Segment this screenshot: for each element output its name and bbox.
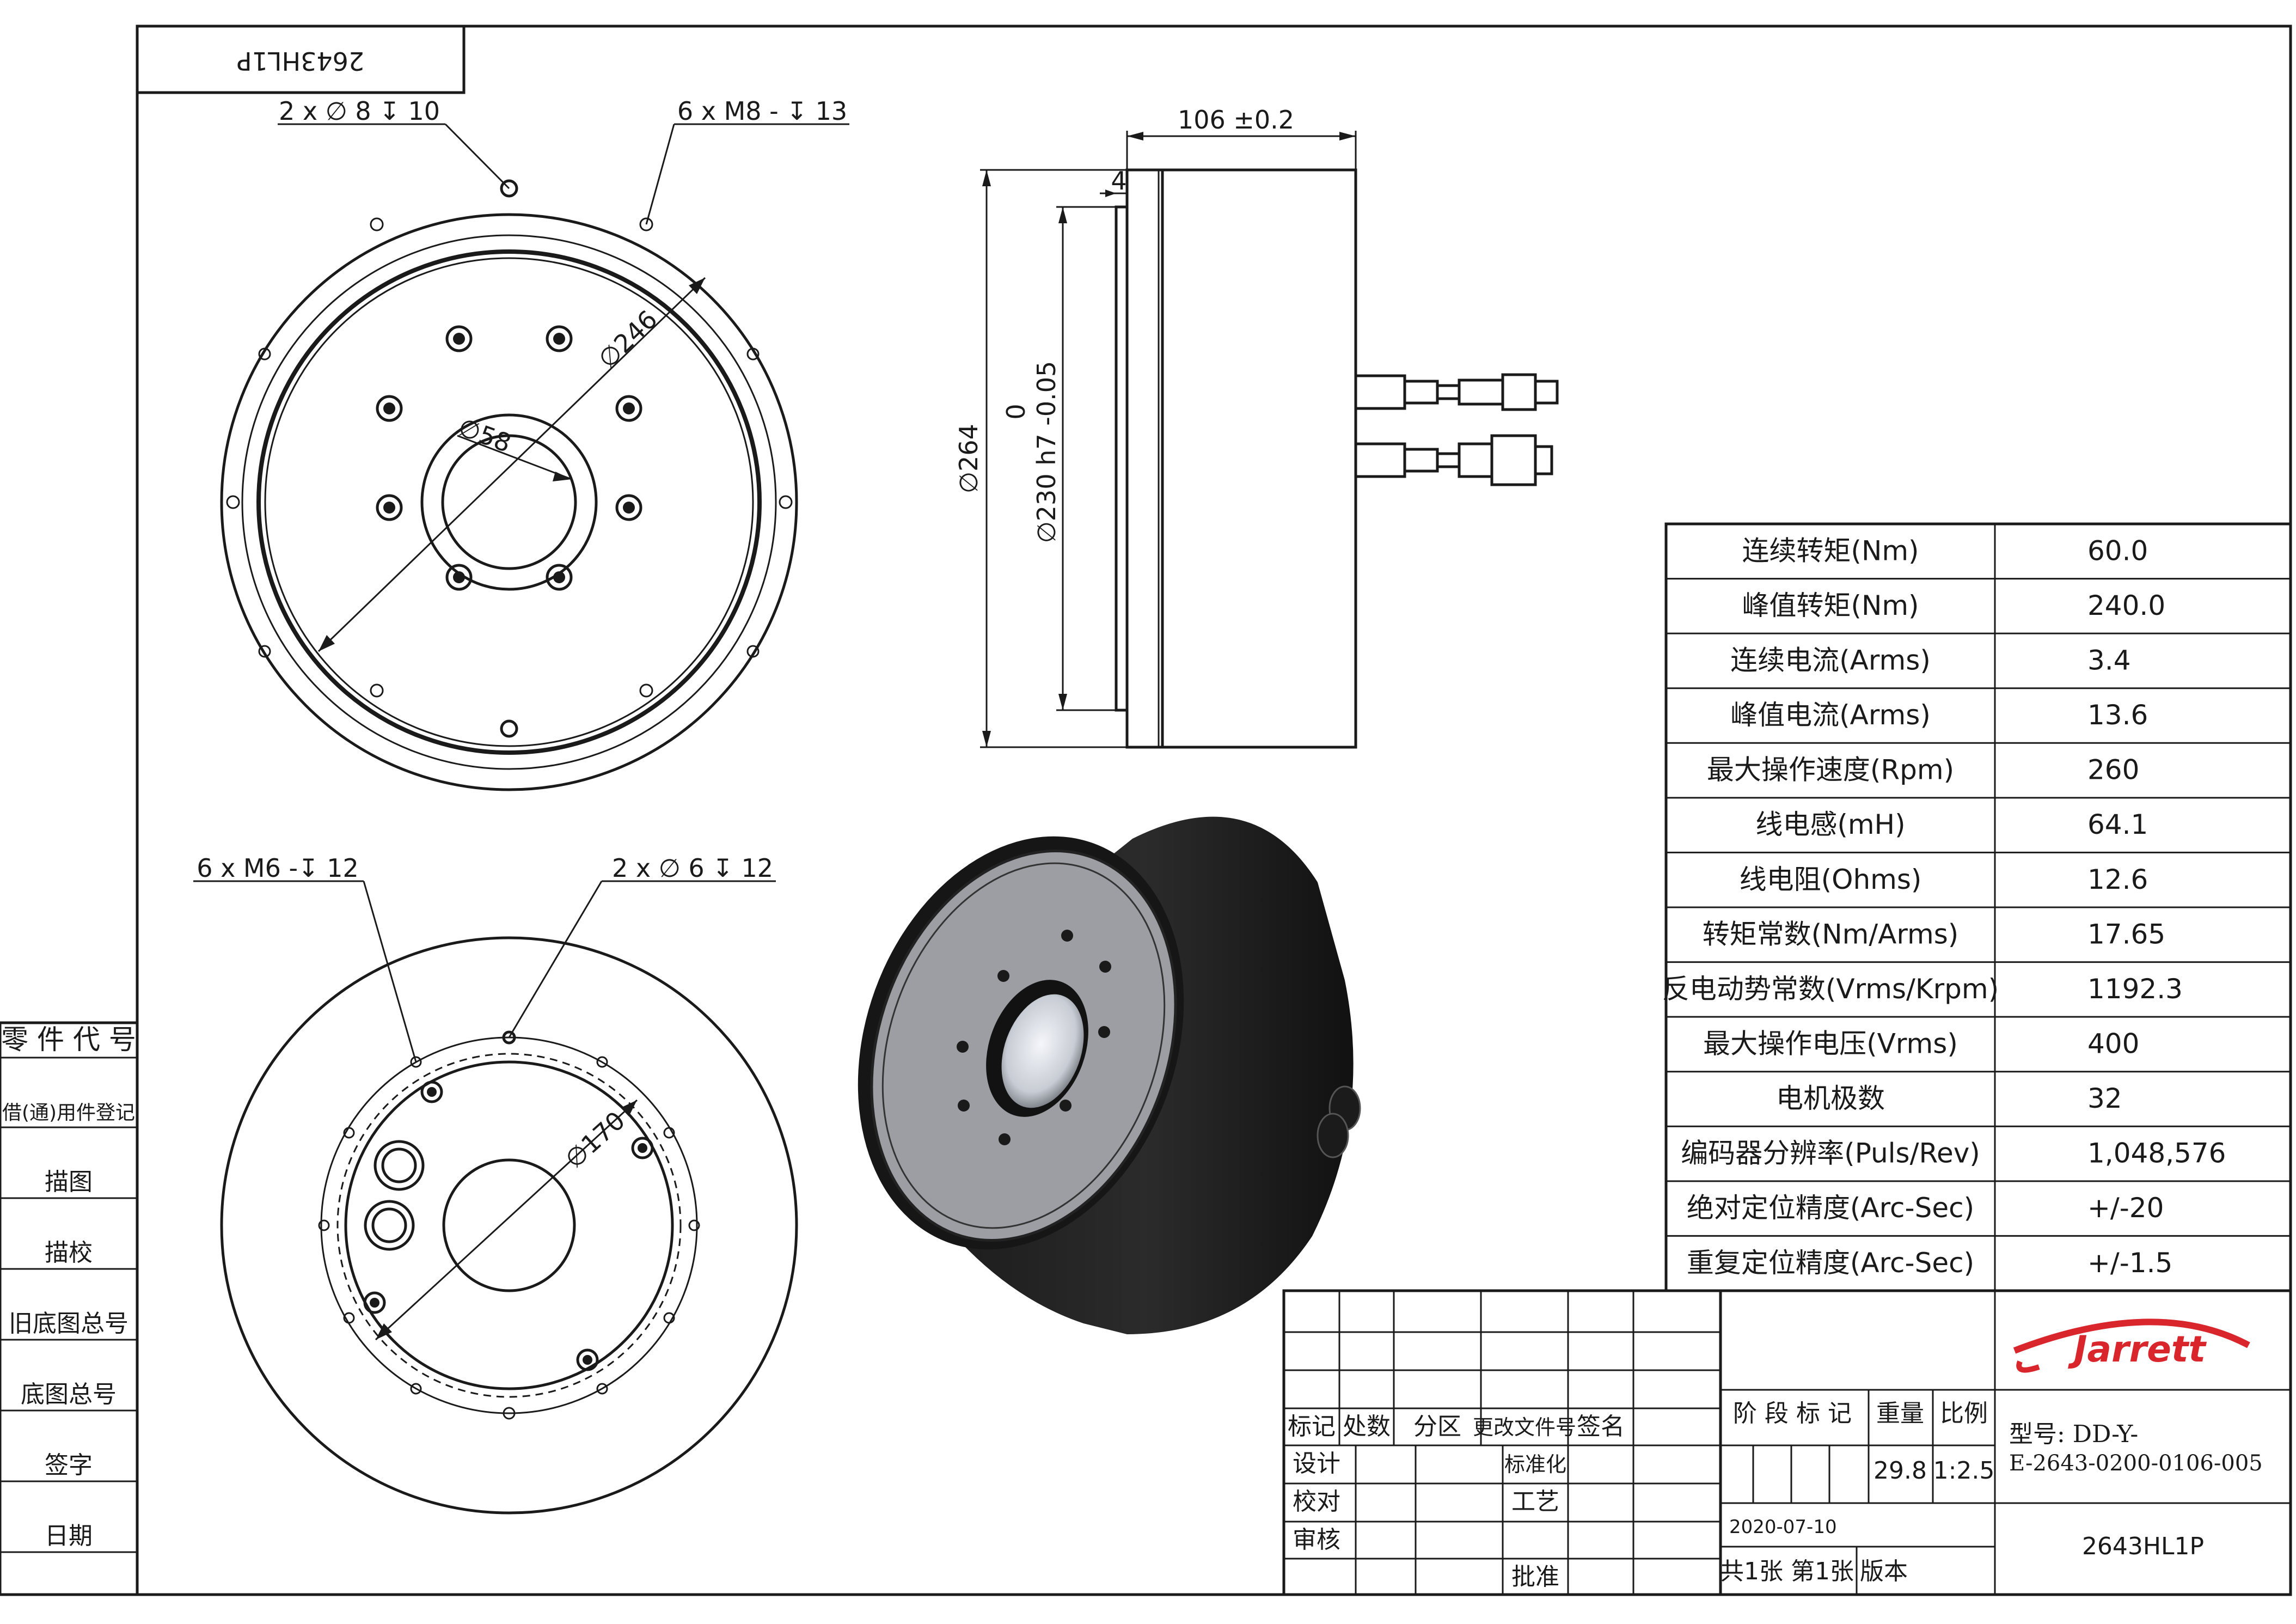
jarrett-logo: Jarrett: [2013, 1318, 2250, 1373]
rear-dia-170: ∅170: [559, 1106, 630, 1174]
rear-callout-threads: 6 x M6 -↧ 12: [197, 853, 359, 883]
strip-borrow-register: 借(通)用件登记: [2, 1102, 135, 1124]
spec-value: 3.4: [2087, 645, 2131, 676]
spec-value: 17.65: [2087, 918, 2165, 950]
front-view: ∅246 ∅58 2 x ∅ 8 ↧ 10 6 x M8 - ↧ 13: [220, 96, 849, 791]
strip-base-no: 底图总号: [21, 1381, 117, 1408]
spec-label: 线电感(mH): [1755, 809, 1905, 840]
front-dia-246: ∅246: [592, 304, 663, 374]
side-flange-4: 4: [1111, 166, 1126, 196]
spec-value: 12.6: [2087, 864, 2148, 895]
tb-process: 工艺: [1511, 1488, 1559, 1516]
tb-design: 设计: [1293, 1450, 1340, 1478]
side-view: 106 ±0.2 4 ∅264 ∅230 h7 -0.05 0: [954, 105, 1559, 749]
spec-label: 反电动势常数(Vrms/Krpm): [1662, 973, 1999, 1005]
rev-zone: 分区: [1413, 1413, 1461, 1440]
spec-value: +/-20: [2087, 1192, 2164, 1224]
rear-connector-ports: [364, 1140, 425, 1251]
spec-value: +/-1.5: [2087, 1247, 2172, 1279]
tb-review: 审核: [1293, 1526, 1340, 1554]
spec-label: 绝对定位精度(Arc-Sec): [1687, 1192, 1974, 1224]
spec-label: 重复定位精度(Arc-Sec): [1687, 1247, 1974, 1279]
tb-scale: 1:2.5: [1933, 1457, 1995, 1485]
side-tol-upper: 0: [1001, 404, 1031, 419]
tb-weight-label: 重量: [1876, 1400, 1924, 1427]
front-callout-threads: 6 x M8 - ↧ 13: [677, 96, 847, 126]
tb-version: 版本: [1860, 1558, 1908, 1585]
spec-value: 1192.3: [2087, 973, 2183, 1005]
isometric-render: [858, 816, 1361, 1334]
iso-connectors: [1317, 1085, 1361, 1158]
front-dia-58: ∅58: [455, 412, 515, 458]
tb-standard: 标准化: [1504, 1452, 1566, 1476]
side-dia-264: ∅264: [954, 424, 983, 493]
strip-tracing-check: 描校: [45, 1239, 93, 1267]
tb-weight: 29.8: [1873, 1457, 1927, 1485]
spec-label: 电机极数: [1776, 1083, 1885, 1114]
spec-value: 1,048,576: [2087, 1138, 2226, 1169]
spec-value: 260: [2087, 754, 2139, 786]
rear-bolt-holes: [363, 1080, 654, 1371]
tb-stage-mark: 阶 段 标 记: [1733, 1400, 1852, 1427]
strip-old-base-no: 旧底图总号: [9, 1310, 128, 1338]
spec-label: 转矩常数(Nm/Arms): [1703, 918, 1959, 950]
cable-connectors: [1354, 373, 1559, 486]
mirrored-part-code: 2643HL1P: [237, 46, 364, 76]
tb-part-no: 2643HL1P: [2082, 1533, 2204, 1560]
spec-value: 64.1: [2087, 809, 2148, 840]
tb-model-line2: E-2643-0200-0106-005: [2009, 1451, 2263, 1476]
rev-count: 处数: [1343, 1413, 1391, 1440]
rev-mark: 标记: [1288, 1413, 1336, 1440]
spec-value: 60.0: [2087, 535, 2148, 566]
rev-doc-no: 更改文件号: [1473, 1415, 1576, 1439]
iso-bolt-holes: [957, 930, 1111, 1145]
left-revision-strip: 零 件 代 号 借(通)用件登记 描图 描校 旧底图总号 底图总号 签字 日期: [0, 1021, 139, 1596]
spec-value: 400: [2087, 1028, 2139, 1060]
spec-label: 最大操作电压(Vrms): [1703, 1028, 1958, 1060]
spec-label: 连续转矩(Nm): [1742, 535, 1919, 566]
sheet-border: [136, 25, 2292, 1596]
tb-sheets: 共1张 第1张: [1720, 1558, 1854, 1585]
spec-table: 连续转矩(Nm) 60.0 峰值转矩(Nm) 240.0 连续电流(Arms) 3.4 峰值…: [1662, 522, 2292, 1292]
spec-label: 峰值电流(Arms): [1730, 699, 1931, 731]
strip-signature: 签字: [45, 1451, 93, 1479]
tb-approve: 批准: [1511, 1563, 1559, 1591]
tb-scale-label: 比例: [1940, 1400, 1988, 1427]
strip-part-code: 零 件 代 号: [1, 1024, 136, 1055]
spec-label: 编码器分辨率(Puls/Rev): [1681, 1138, 1980, 1169]
rear-callout-holes: 2 x ∅ 6 ↧ 12: [612, 853, 773, 883]
side-dia-230: ∅230 h7 -0.05: [1032, 361, 1061, 544]
front-outer-holes: [226, 179, 793, 738]
rev-sign: 签名: [1577, 1413, 1625, 1440]
mirrored-code-box: 2643HL1P: [137, 26, 466, 94]
logo-text: Jarrett: [2068, 1328, 2207, 1370]
rear-small-holes: [318, 1030, 700, 1420]
spec-label: 连续电流(Arms): [1730, 645, 1931, 676]
front-inner-bolt-holes: [376, 325, 642, 591]
tb-model-line1: 型号: DD-Y-: [2009, 1420, 2138, 1448]
spec-value: 13.6: [2087, 699, 2148, 731]
side-length: 106 ±0.2: [1178, 105, 1294, 135]
spec-value: 240.0: [2087, 590, 2165, 621]
strip-tracing: 描图: [45, 1168, 93, 1196]
spec-label: 最大操作速度(Rpm): [1707, 754, 1954, 786]
spec-label: 线电阻(Ohms): [1740, 864, 1922, 895]
spec-label: 峰值转矩(Nm): [1742, 590, 1919, 621]
spec-value: 32: [2087, 1083, 2122, 1114]
tb-check: 校对: [1293, 1488, 1340, 1516]
tb-date: 2020-07-10: [1729, 1516, 1837, 1538]
title-block: 标记 处数 分区 更改文件号 签名 设计 标准化 校对 工艺 审核 批准 阶 段…: [1282, 1289, 2292, 1596]
strip-date: 日期: [45, 1522, 93, 1550]
rear-view: ∅170 6 x M6 -↧ 12 2 x ∅ 6 ↧ 12: [193, 853, 798, 1515]
front-callout-holes: 2 x ∅ 8 ↧ 10: [279, 96, 440, 126]
